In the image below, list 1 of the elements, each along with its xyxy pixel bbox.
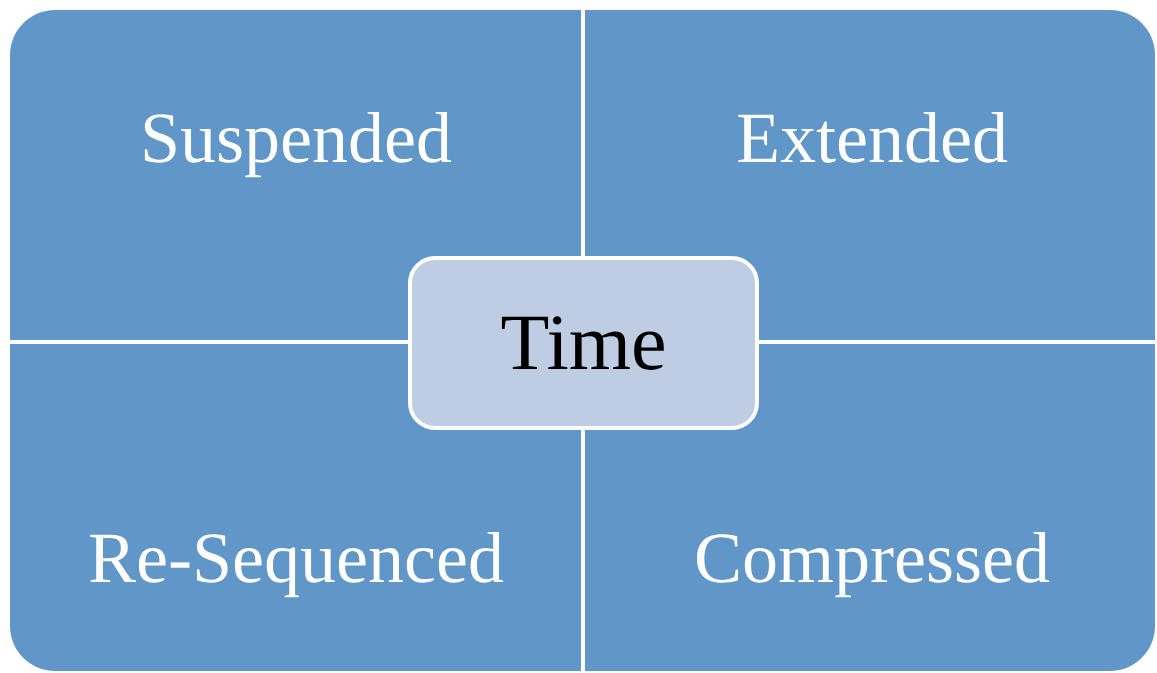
center-box: Time: [408, 256, 759, 430]
